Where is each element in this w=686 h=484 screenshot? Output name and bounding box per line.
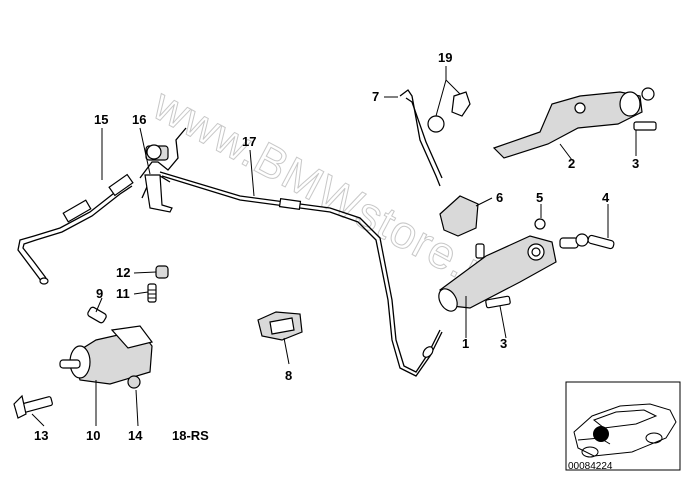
callout-3-upper: 3 <box>632 156 639 171</box>
car-outline <box>573 403 677 457</box>
master-cylinder-group <box>438 195 615 312</box>
master-cylinder-body <box>439 235 557 309</box>
bolt-pin <box>587 234 615 250</box>
o-ring <box>427 115 445 133</box>
line-nut-lower <box>422 346 434 358</box>
bleeder-valve <box>147 283 157 303</box>
callout-labels: 15 16 17 7 19 2 3 4 5 6 1 3 8 9 11 12 13… <box>34 50 639 443</box>
reservoir-nipple <box>475 243 485 259</box>
master-cylinder-upper <box>492 91 643 159</box>
valve-cap <box>146 144 162 160</box>
upper-eye <box>641 87 655 101</box>
bleed-screw <box>87 306 107 324</box>
callout-9: 9 <box>96 286 103 301</box>
callout-14: 14 <box>128 428 143 443</box>
upper-cylinder-end <box>619 91 641 117</box>
callout-5: 5 <box>536 190 543 205</box>
section-label: 18-RS <box>172 428 209 443</box>
sealing-washer <box>534 218 546 230</box>
callout-16: 16 <box>132 112 146 127</box>
callout-6: 6 <box>496 190 503 205</box>
leader-lines <box>31 66 637 427</box>
outlet-nut <box>575 233 589 247</box>
line-connector <box>278 197 302 211</box>
vehicle-locator-thumbnail: 00084224 <box>565 381 681 472</box>
callout-3-lower: 3 <box>500 336 507 351</box>
callout-2: 2 <box>568 156 575 171</box>
slave-cylinder-pushrod <box>59 359 81 369</box>
mounting-bolt-lower <box>485 295 511 309</box>
catalog-number: 00084224 <box>568 461 613 472</box>
callout-12: 12 <box>116 265 130 280</box>
upper-bolt <box>633 121 657 131</box>
hex-nut <box>127 375 141 389</box>
callout-17: 17 <box>242 134 256 149</box>
hose-fitting-upper <box>108 173 134 197</box>
clutch-pipe-assembly <box>17 127 443 377</box>
hose-fitting-left <box>62 199 92 223</box>
upper-master-assembly <box>399 87 657 187</box>
rubber-mount <box>257 311 303 341</box>
callout-7: 7 <box>372 89 379 104</box>
bracket <box>144 174 173 213</box>
upper-port <box>574 102 586 114</box>
callout-10: 10 <box>86 428 100 443</box>
master-cylinder-end <box>438 288 458 312</box>
master-cylinder-port-inner <box>531 247 541 257</box>
callout-19: 19 <box>438 50 452 65</box>
callout-1: 1 <box>462 336 469 351</box>
hex-bolt <box>21 396 53 413</box>
callout-11: 11 <box>116 286 130 301</box>
rubber-boot <box>439 195 479 237</box>
hose-nut <box>39 277 49 285</box>
slave-cylinder-group <box>13 265 169 419</box>
callout-13: 13 <box>34 428 48 443</box>
callout-15: 15 <box>94 112 108 127</box>
callout-8: 8 <box>285 368 292 383</box>
retaining-clip <box>451 91 471 117</box>
slave-cylinder-flange <box>110 325 154 349</box>
callout-4: 4 <box>602 190 610 205</box>
location-marker-dot <box>593 426 609 442</box>
bolt-head <box>13 394 27 419</box>
outlet-fitting <box>559 237 579 249</box>
dust-cap <box>155 265 169 279</box>
